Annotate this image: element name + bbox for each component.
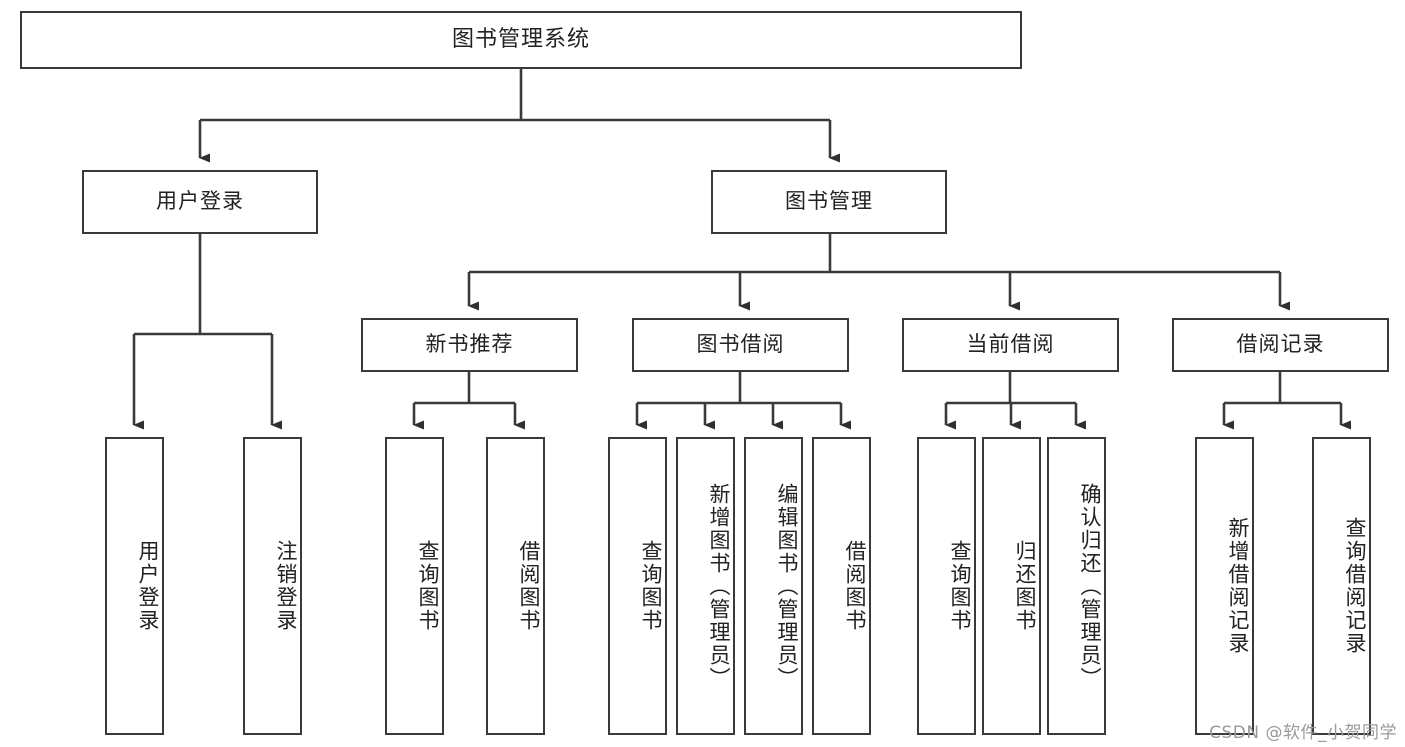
node-root-label: 图书管理系统: [451, 26, 590, 52]
node-leaf-add-book-admin[interactable]: 新增图书（管理员）: [676, 437, 735, 735]
node-leaf-query-book-borrow[interactable]: 查询图书: [608, 437, 667, 735]
node-leaf-query-book-recommend[interactable]: 查询图书: [385, 437, 444, 735]
node-leaf-return-book-label: 归还图书: [1013, 540, 1037, 632]
node-leaf-query-book-current[interactable]: 查询图书: [917, 437, 976, 735]
node-leaf-return-book[interactable]: 归还图书: [982, 437, 1041, 735]
node-current-borrow-label: 当前借阅: [966, 332, 1055, 357]
node-leaf-query-book-current-label: 查询图书: [948, 540, 972, 632]
node-leaf-logout-login-label: 注销登录: [274, 540, 298, 632]
node-leaf-add-book-admin-label: 新增图书（管理员）: [707, 482, 731, 690]
node-leaf-user-login[interactable]: 用户登录: [105, 437, 164, 735]
node-current-borrow[interactable]: 当前借阅: [902, 318, 1119, 372]
node-leaf-edit-book-admin-label: 编辑图书（管理员）: [775, 482, 799, 690]
watermark-text: CSDN @软件_小贺同学: [1209, 723, 1397, 743]
node-user-login-label: 用户登录: [156, 189, 244, 214]
node-leaf-add-borrow-record[interactable]: 新增借阅记录: [1195, 437, 1254, 735]
node-leaf-borrow-book-recommend-label: 借阅图书: [517, 540, 541, 632]
node-leaf-user-login-label: 用户登录: [136, 540, 160, 632]
node-leaf-confirm-return-admin-label: 确认归还（管理员）: [1078, 482, 1102, 690]
node-leaf-borrow-book-recommend[interactable]: 借阅图书: [486, 437, 545, 735]
node-user-login[interactable]: 用户登录: [82, 170, 318, 234]
node-borrow-record-label: 借阅记录: [1236, 332, 1325, 357]
node-leaf-logout-login[interactable]: 注销登录: [243, 437, 302, 735]
node-book-borrow-label: 图书借阅: [696, 332, 785, 357]
node-new-book-recommend[interactable]: 新书推荐: [361, 318, 578, 372]
node-leaf-query-borrow-record-label: 查询借阅记录: [1343, 517, 1367, 655]
node-leaf-borrow-book-label: 借阅图书: [843, 540, 867, 632]
node-leaf-edit-book-admin[interactable]: 编辑图书（管理员）: [744, 437, 803, 735]
node-book-management[interactable]: 图书管理: [711, 170, 947, 234]
node-book-borrow[interactable]: 图书借阅: [632, 318, 849, 372]
node-leaf-confirm-return-admin[interactable]: 确认归还（管理员）: [1047, 437, 1106, 735]
node-leaf-add-borrow-record-label: 新增借阅记录: [1226, 517, 1250, 655]
node-leaf-query-book-borrow-label: 查询图书: [639, 540, 663, 632]
node-root[interactable]: 图书管理系统: [20, 11, 1022, 69]
node-book-management-label: 图书管理: [785, 189, 873, 214]
node-leaf-borrow-book[interactable]: 借阅图书: [812, 437, 871, 735]
node-leaf-query-book-recommend-label: 查询图书: [416, 540, 440, 632]
node-new-book-recommend-label: 新书推荐: [425, 332, 514, 357]
node-leaf-query-borrow-record[interactable]: 查询借阅记录: [1312, 437, 1371, 735]
node-borrow-record[interactable]: 借阅记录: [1172, 318, 1389, 372]
